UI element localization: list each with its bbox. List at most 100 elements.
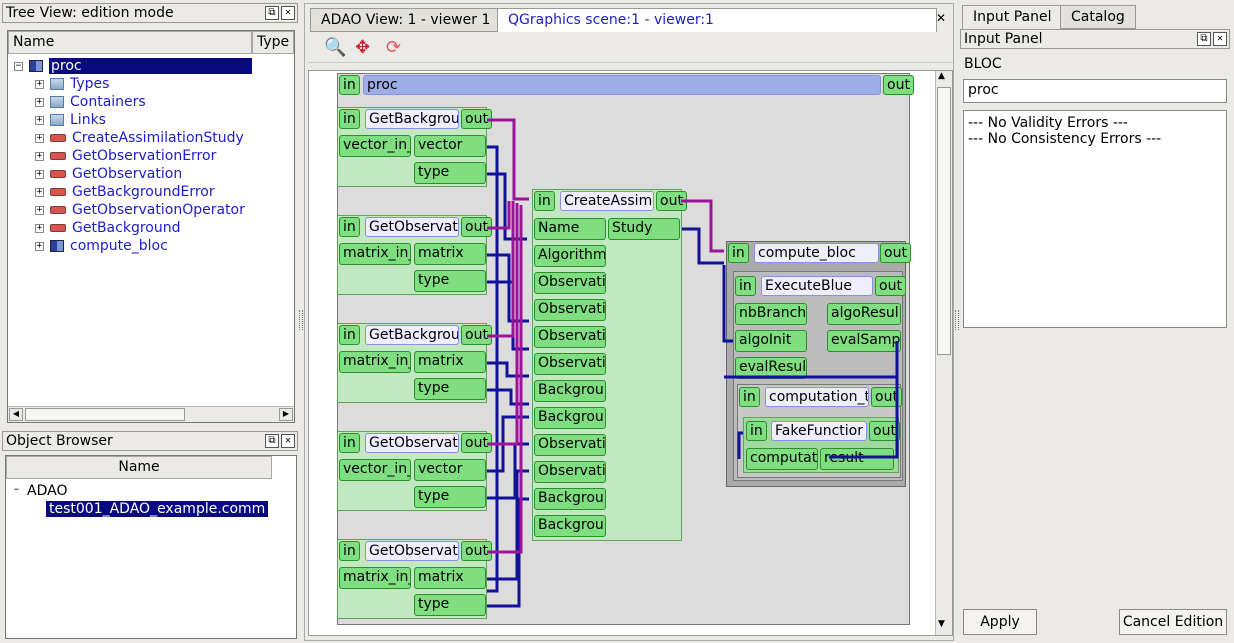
create-out-study[interactable]: Study xyxy=(608,218,680,240)
service-port-in[interactable]: matrix_in_ xyxy=(339,351,411,373)
service-out-port[interactable]: out xyxy=(461,109,492,129)
scroll-thumb[interactable] xyxy=(25,408,185,421)
tree-item-row[interactable]: +GetObservationError xyxy=(35,147,216,165)
node-name-field[interactable]: proc xyxy=(963,79,1227,103)
create-port-in[interactable]: Backgrou xyxy=(534,380,606,402)
tree-item-row[interactable]: +Types xyxy=(35,75,109,93)
close-view-icon[interactable]: ✕ xyxy=(936,11,947,25)
service-out-port[interactable]: out xyxy=(461,433,492,453)
service-port-out[interactable]: type xyxy=(414,594,486,616)
expand-icon[interactable]: + xyxy=(35,222,44,233)
service-port-out[interactable]: vector xyxy=(414,459,486,481)
column-type-header[interactable]: Type xyxy=(252,31,294,54)
computation-in-port[interactable]: in xyxy=(739,387,760,407)
pan-icon[interactable]: ✥ xyxy=(355,37,371,58)
ob-child-row[interactable]: test001_ADAO_example.comm xyxy=(46,500,269,518)
service-node-name[interactable]: GetBackgrou xyxy=(365,325,459,345)
service-in-port[interactable]: in xyxy=(339,325,360,345)
scene-vertical-scrollbar[interactable]: ▲ ▼ xyxy=(935,71,952,635)
execute-out-evalsamp[interactable]: evalSamp xyxy=(827,330,901,352)
messages-box[interactable]: --- No Validity Errors --- --- No Consis… xyxy=(963,110,1227,328)
close-icon[interactable]: ✕ xyxy=(281,6,295,20)
horizontal-scrollbar[interactable]: ◀ ▶ xyxy=(8,406,294,422)
column-name-header[interactable]: Name xyxy=(6,456,272,479)
scroll-down-icon[interactable]: ▼ xyxy=(938,619,945,629)
execute-in-algoinit[interactable]: algoInit xyxy=(735,330,807,352)
service-port-out[interactable]: matrix xyxy=(414,567,486,589)
tree-item-row[interactable]: +Containers xyxy=(35,93,146,111)
expand-icon[interactable]: + xyxy=(35,132,44,143)
service-port-in[interactable]: vector_in_ xyxy=(339,135,411,157)
service-in-port[interactable]: in xyxy=(339,217,360,237)
tab-qgraphics-scene[interactable]: QGraphics scene:1 - viewer:1 xyxy=(497,8,937,32)
splitter-vertical[interactable] xyxy=(299,310,303,330)
global-pan-icon[interactable]: ⟳ xyxy=(386,37,402,58)
create-port-in[interactable]: Observati xyxy=(534,461,606,483)
undock-icon[interactable]: ⧉ xyxy=(1197,32,1211,46)
proc-in-port[interactable]: in xyxy=(339,75,360,95)
service-port-out[interactable]: matrix xyxy=(414,351,486,373)
expand-icon[interactable]: + xyxy=(35,78,44,89)
fake-node-name[interactable]: FakeFunctior xyxy=(771,421,867,441)
ob-root-row[interactable]: − ADAO xyxy=(12,482,67,500)
expand-icon[interactable]: + xyxy=(35,240,44,251)
compute-bloc-in-port[interactable]: in xyxy=(728,243,749,263)
service-node-name[interactable]: GetObservat xyxy=(365,217,459,237)
service-port-out[interactable]: type xyxy=(414,486,486,508)
computation-out-port[interactable]: out xyxy=(871,387,902,407)
close-icon[interactable]: ✕ xyxy=(1213,32,1227,46)
create-port-in[interactable]: Observati xyxy=(534,434,606,456)
expand-icon[interactable]: + xyxy=(35,204,44,215)
create-port-in[interactable]: Observati xyxy=(534,272,606,294)
service-node-name[interactable]: GetObservat xyxy=(365,433,459,453)
tree-item-row[interactable]: +Links xyxy=(35,111,106,129)
fake-out-port[interactable]: out xyxy=(869,421,900,441)
cancel-edition-button[interactable]: Cancel Edition xyxy=(1119,609,1227,635)
collapse-icon[interactable]: − xyxy=(14,60,23,71)
execute-node-name[interactable]: ExecuteBlue xyxy=(761,276,873,296)
create-node-name[interactable]: CreateAssim xyxy=(560,191,654,211)
service-port-in[interactable]: matrix_in_ xyxy=(339,567,411,589)
scroll-right-icon[interactable]: ▶ xyxy=(279,408,293,421)
proc-out-port[interactable]: out xyxy=(883,75,914,95)
tree-item-row[interactable]: +GetBackgroundError xyxy=(35,183,215,201)
tab-input-panel[interactable]: Input Panel xyxy=(962,5,1063,29)
expand-icon[interactable]: + xyxy=(35,96,44,107)
fake-out-result[interactable]: result xyxy=(820,448,894,470)
expand-icon[interactable]: + xyxy=(35,114,44,125)
service-node-name[interactable]: GetObservat xyxy=(365,541,459,561)
create-port-in[interactable]: Observati xyxy=(534,353,606,375)
scroll-left-icon[interactable]: ◀ xyxy=(9,408,23,421)
service-port-out[interactable]: type xyxy=(414,162,486,184)
service-out-port[interactable]: out xyxy=(461,325,492,345)
tree-item-row[interactable]: +compute_bloc xyxy=(35,237,168,255)
service-node-name[interactable]: GetBackgrou xyxy=(365,109,459,129)
execute-in-nbbranch[interactable]: nbBranch xyxy=(735,303,807,325)
create-port-in[interactable]: Backgrou xyxy=(534,407,606,429)
create-port-in[interactable]: Backgrou xyxy=(534,488,606,510)
expand-icon[interactable]: + xyxy=(35,150,44,161)
tree-item-row[interactable]: +GetBackground xyxy=(35,219,180,237)
create-port-in[interactable]: Backgrou xyxy=(534,515,606,537)
compute-bloc-out-port[interactable]: out xyxy=(880,243,911,263)
tab-adao-view[interactable]: ADAO View: 1 - viewer 1 xyxy=(310,8,502,32)
expand-icon[interactable]: + xyxy=(35,186,44,197)
service-in-port[interactable]: in xyxy=(339,541,360,561)
scroll-thumb[interactable] xyxy=(937,87,951,355)
execute-in-evalresul[interactable]: evalResul xyxy=(735,357,807,379)
tree-item-row[interactable]: +CreateAssimilationStudy xyxy=(35,129,244,147)
tree-root-row[interactable]: − proc xyxy=(14,57,252,75)
splitter-vertical-right[interactable] xyxy=(955,310,959,330)
fake-in-computat[interactable]: computat xyxy=(746,448,818,470)
proc-name[interactable]: proc xyxy=(363,75,881,95)
compute-bloc-name[interactable]: compute_bloc xyxy=(754,243,879,263)
service-port-out[interactable]: vector xyxy=(414,135,486,157)
execute-in-port[interactable]: in xyxy=(735,276,756,296)
column-name-header[interactable]: Name xyxy=(8,31,252,54)
service-port-in[interactable]: vector_in_ xyxy=(339,459,411,481)
create-in-port[interactable]: in xyxy=(534,191,555,211)
create-port-in[interactable]: Algorithm xyxy=(534,245,606,267)
service-out-port[interactable]: out xyxy=(461,541,492,561)
object-browser-list[interactable]: Name − ADAO test001_ADAO_example.comm xyxy=(5,455,297,639)
